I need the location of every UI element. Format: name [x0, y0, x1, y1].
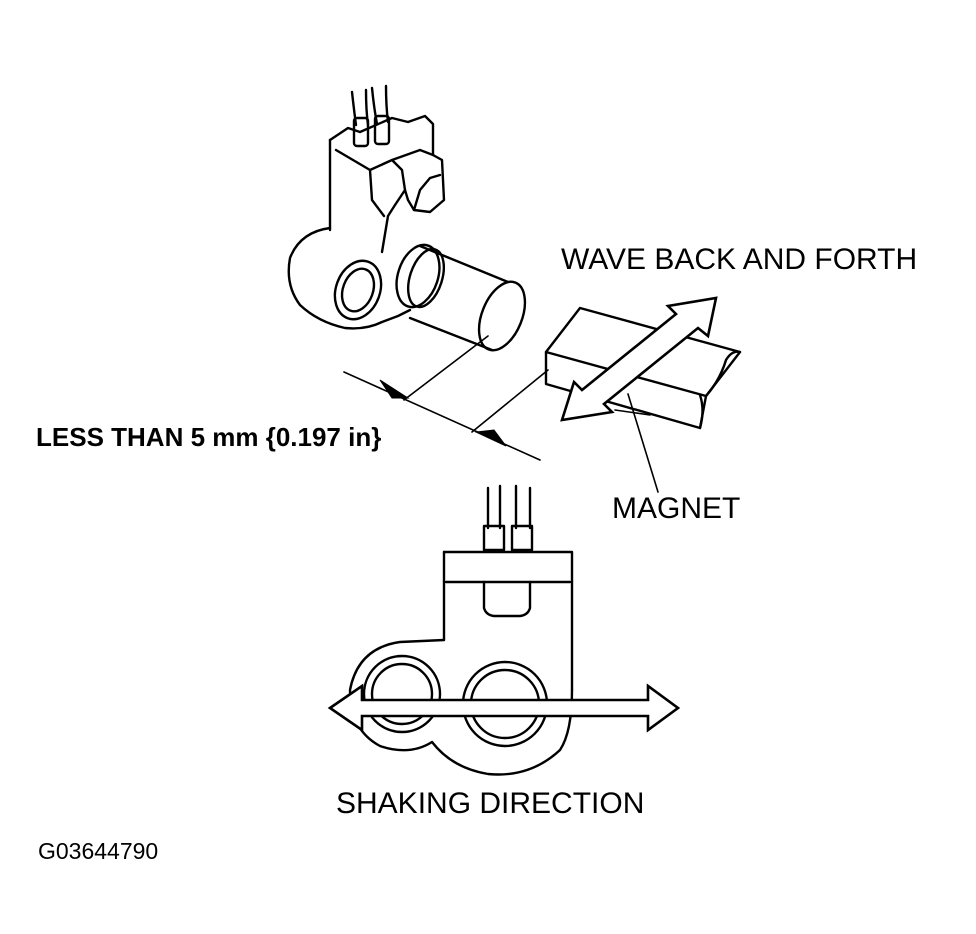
distance-label: LESS THAN 5 mm {0.197 in}	[36, 422, 382, 452]
dimension-arrow-left-icon	[379, 379, 410, 399]
shaking-arrow-icon	[327, 683, 681, 733]
top-sensor-head	[328, 114, 446, 254]
shaking-direction-label: SHAKING DIRECTION	[336, 787, 645, 820]
top-sensor-tip	[408, 244, 510, 352]
top-sensor-flange	[287, 226, 412, 330]
top-sensor-drawing	[287, 84, 527, 352]
magnet-leader-line	[627, 393, 659, 493]
wave-arrow-icon	[560, 296, 718, 422]
bottom-sensor-flange	[348, 638, 574, 776]
distance-dimension	[343, 335, 549, 461]
bottom-sensor-drawing	[348, 484, 574, 776]
top-sensor-wires	[350, 84, 391, 148]
magnet-drawing	[544, 306, 742, 493]
bottom-sensor-head	[442, 550, 574, 692]
dimension-arrow-right-icon	[474, 429, 507, 447]
magnet-label: MAGNET	[612, 492, 741, 525]
figure-code-label: G03644790	[38, 838, 159, 864]
wave-back-and-forth-label: WAVE BACK AND FORTH	[561, 243, 918, 276]
